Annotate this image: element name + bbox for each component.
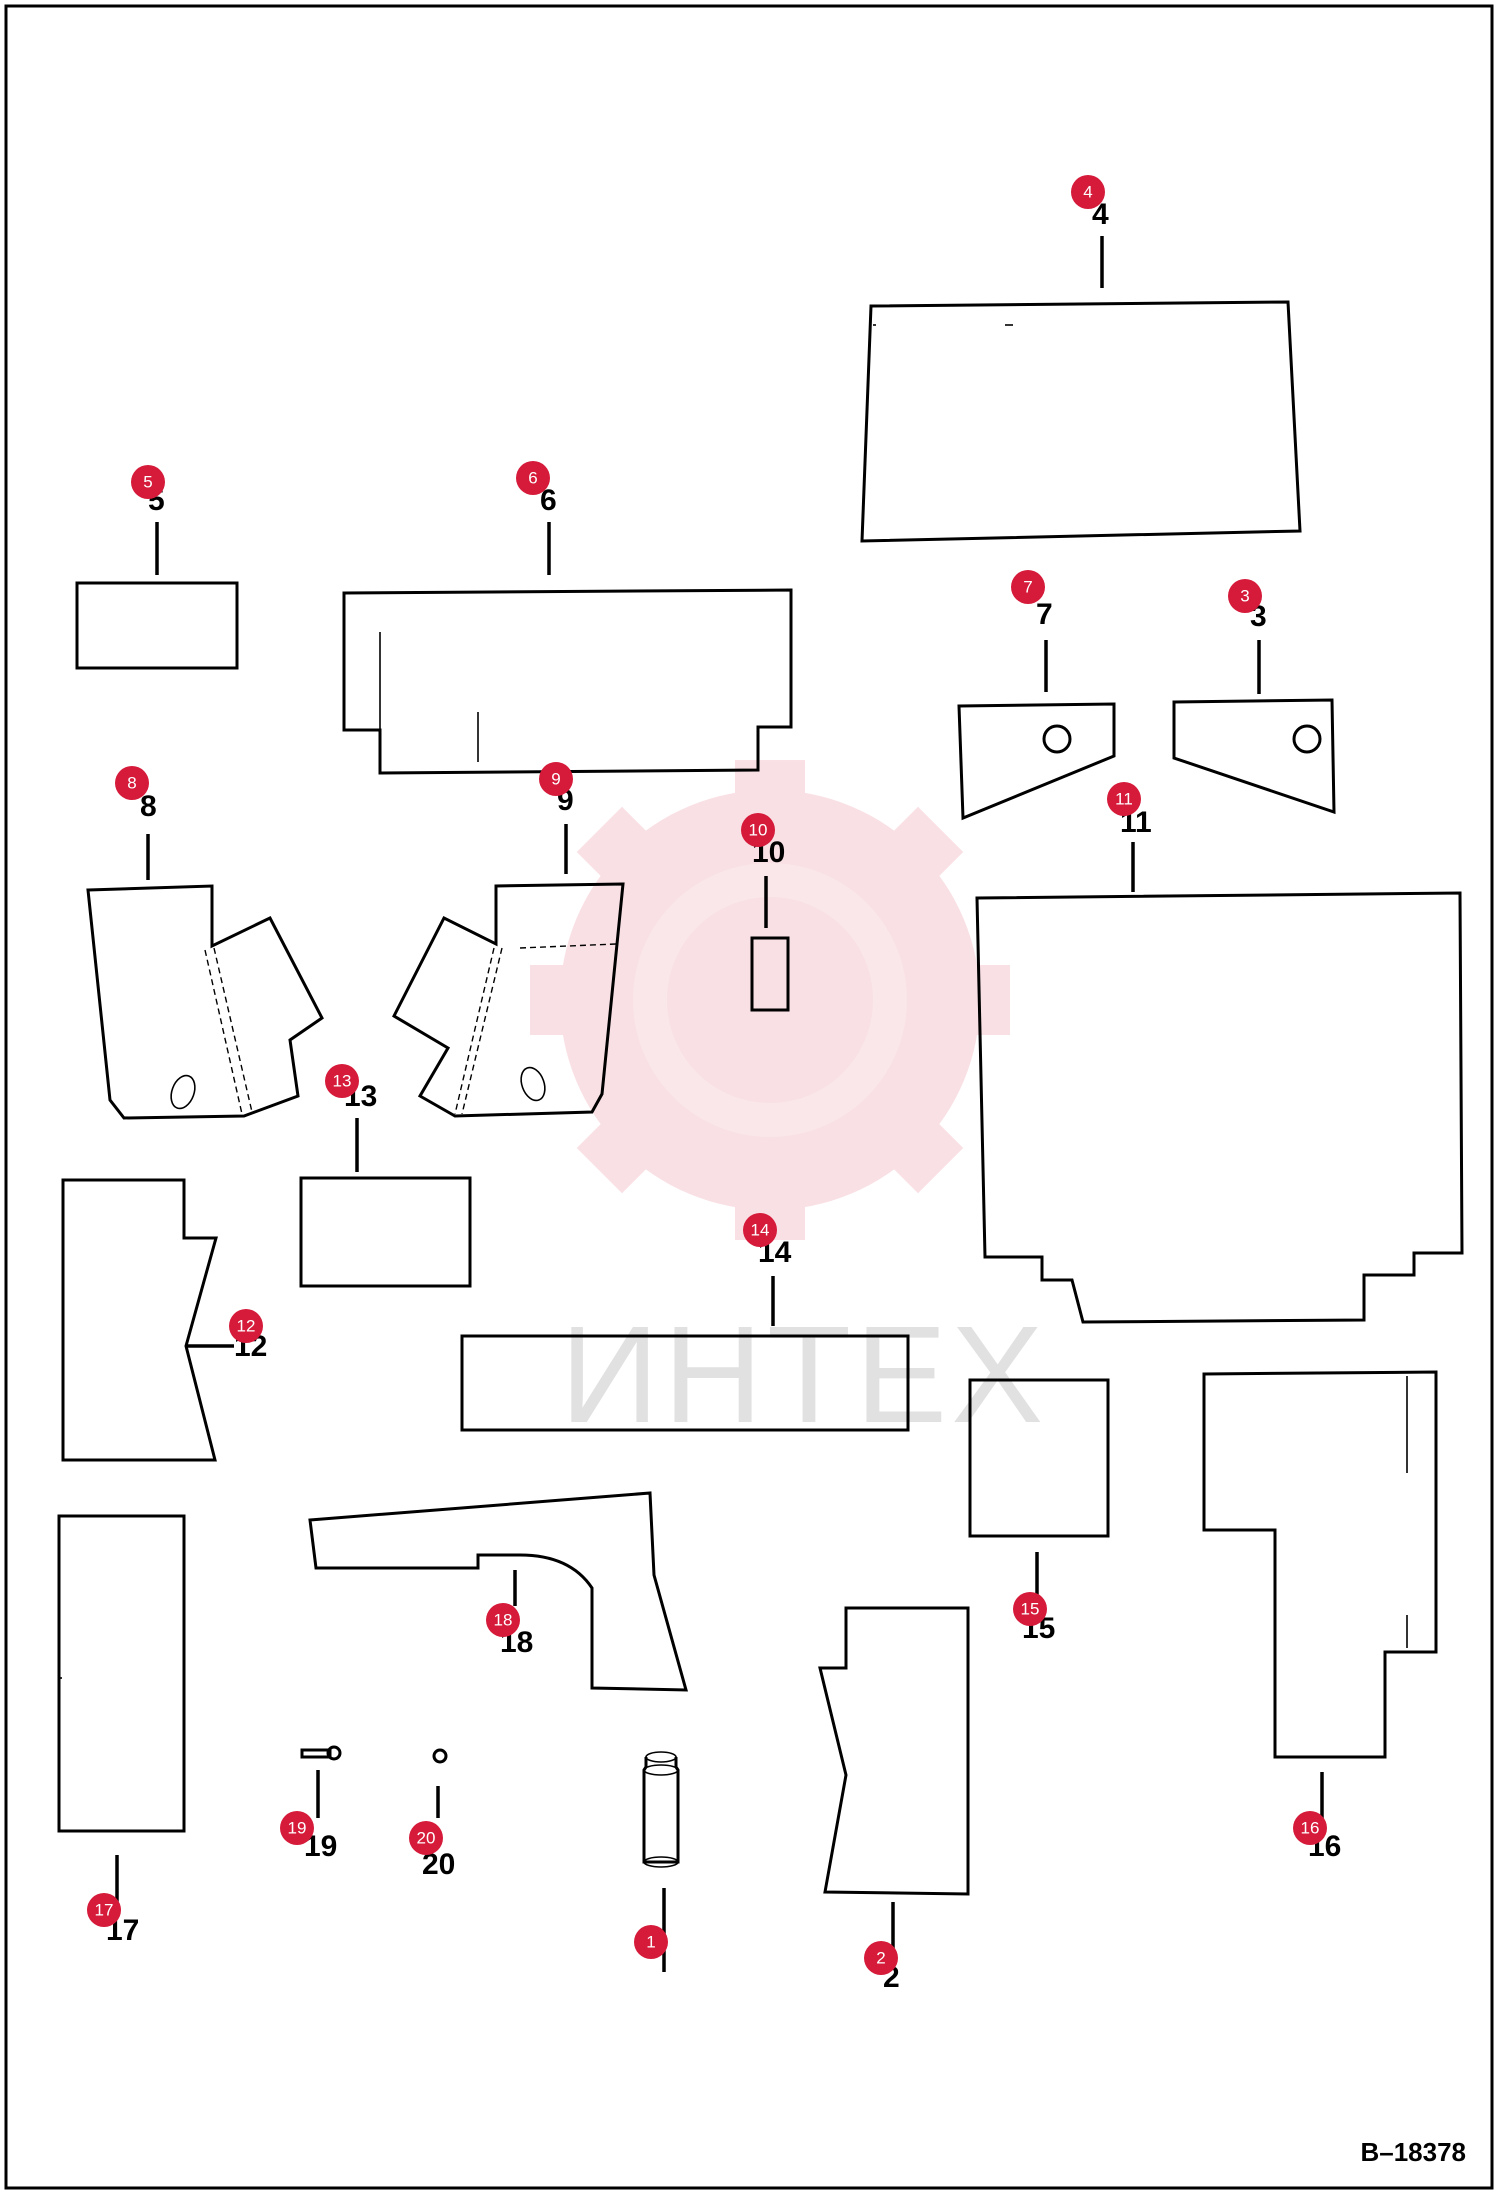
part-20[interactable] <box>432 1748 448 1764</box>
part-6[interactable] <box>342 588 793 775</box>
part-19[interactable] <box>300 1745 342 1761</box>
part-7[interactable] <box>957 702 1116 821</box>
part-17[interactable] <box>57 1514 186 1833</box>
callout-label-20: 20 <box>417 1829 436 1848</box>
callout-badge-15[interactable]: 15 <box>1013 1592 1047 1626</box>
part-2[interactable] <box>818 1606 970 1896</box>
callout-badge-6[interactable]: 6 <box>516 461 550 495</box>
drawing-code: B–18378 <box>1360 2137 1466 2167</box>
callout-badge-4[interactable]: 4 <box>1071 175 1105 209</box>
part-18[interactable] <box>308 1491 688 1692</box>
part-13[interactable] <box>299 1176 472 1288</box>
number-6: 6 <box>540 484 557 517</box>
part-3[interactable] <box>1172 698 1336 815</box>
callout-badge-1[interactable]: 1 <box>634 1925 668 1959</box>
callout-label-8: 8 <box>127 774 136 793</box>
callout-label-11: 11 <box>1115 790 1133 809</box>
callout-label-7: 7 <box>1023 578 1032 597</box>
callout-badge-9[interactable]: 9 <box>539 762 573 796</box>
callout-badge-12[interactable]: 12 <box>229 1309 263 1343</box>
callout-badge-14[interactable]: 14 <box>743 1213 777 1247</box>
part-14[interactable] <box>460 1334 910 1432</box>
callout-label-17: 17 <box>95 1901 114 1920</box>
part-11[interactable] <box>975 891 1464 1324</box>
part-12[interactable] <box>61 1178 218 1462</box>
callout-label-19: 19 <box>288 1819 307 1838</box>
part-8[interactable] <box>86 884 324 1120</box>
callout-badge-10[interactable]: 10 <box>741 813 775 847</box>
callout-badge-7[interactable]: 7 <box>1011 570 1045 604</box>
part-5[interactable] <box>75 581 239 670</box>
callout-label-16: 16 <box>1301 1819 1320 1838</box>
callout-badge-19[interactable]: 19 <box>280 1811 314 1845</box>
diagram-border <box>4 4 1494 2190</box>
callout-badge-3[interactable]: 3 <box>1228 579 1262 613</box>
part-1[interactable] <box>642 1751 680 1868</box>
callout-badge-11[interactable]: 11 <box>1107 782 1141 816</box>
callout-badge-20[interactable]: 20 <box>409 1821 443 1855</box>
callout-label-9: 9 <box>551 770 560 789</box>
callout-badge-2[interactable]: 2 <box>864 1941 898 1975</box>
callout-label-12: 12 <box>237 1317 256 1336</box>
callout-label-18: 18 <box>494 1611 513 1630</box>
callout-badge-17[interactable]: 17 <box>87 1893 121 1927</box>
callout-badge-16[interactable]: 16 <box>1293 1811 1327 1845</box>
callout-label-15: 15 <box>1021 1600 1040 1619</box>
part-10[interactable] <box>750 936 790 1012</box>
callout-label-4: 4 <box>1083 183 1092 202</box>
callout-label-2: 2 <box>876 1949 885 1968</box>
callout-label-3: 3 <box>1240 587 1249 606</box>
callout-label-5: 5 <box>143 473 152 492</box>
number-7: 7 <box>1036 598 1053 631</box>
part-15[interactable] <box>968 1378 1110 1538</box>
callout-label-6: 6 <box>528 469 537 488</box>
part-9[interactable] <box>392 882 625 1118</box>
callout-badge-13[interactable]: 13 <box>325 1064 359 1098</box>
part-4[interactable] <box>860 300 1302 543</box>
callout-label-14: 14 <box>751 1221 770 1240</box>
callout-badge-5[interactable]: 5 <box>131 465 165 499</box>
part-16[interactable] <box>1202 1370 1438 1759</box>
callout-badge-8[interactable]: 8 <box>115 766 149 800</box>
callout-badge-18[interactable]: 18 <box>486 1603 520 1637</box>
callout-label-1: 1 <box>646 1933 655 1952</box>
number-8: 8 <box>140 790 157 823</box>
callout-label-10: 10 <box>749 821 768 840</box>
callout-label-13: 13 <box>333 1072 352 1091</box>
